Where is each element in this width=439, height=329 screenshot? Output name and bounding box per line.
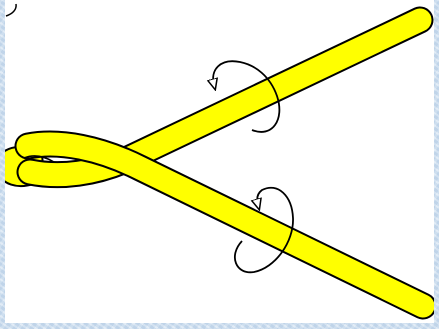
corner-curl [6, 4, 16, 16]
balloon-twist-diagram [5, 0, 434, 323]
diagram-canvas [5, 0, 434, 323]
